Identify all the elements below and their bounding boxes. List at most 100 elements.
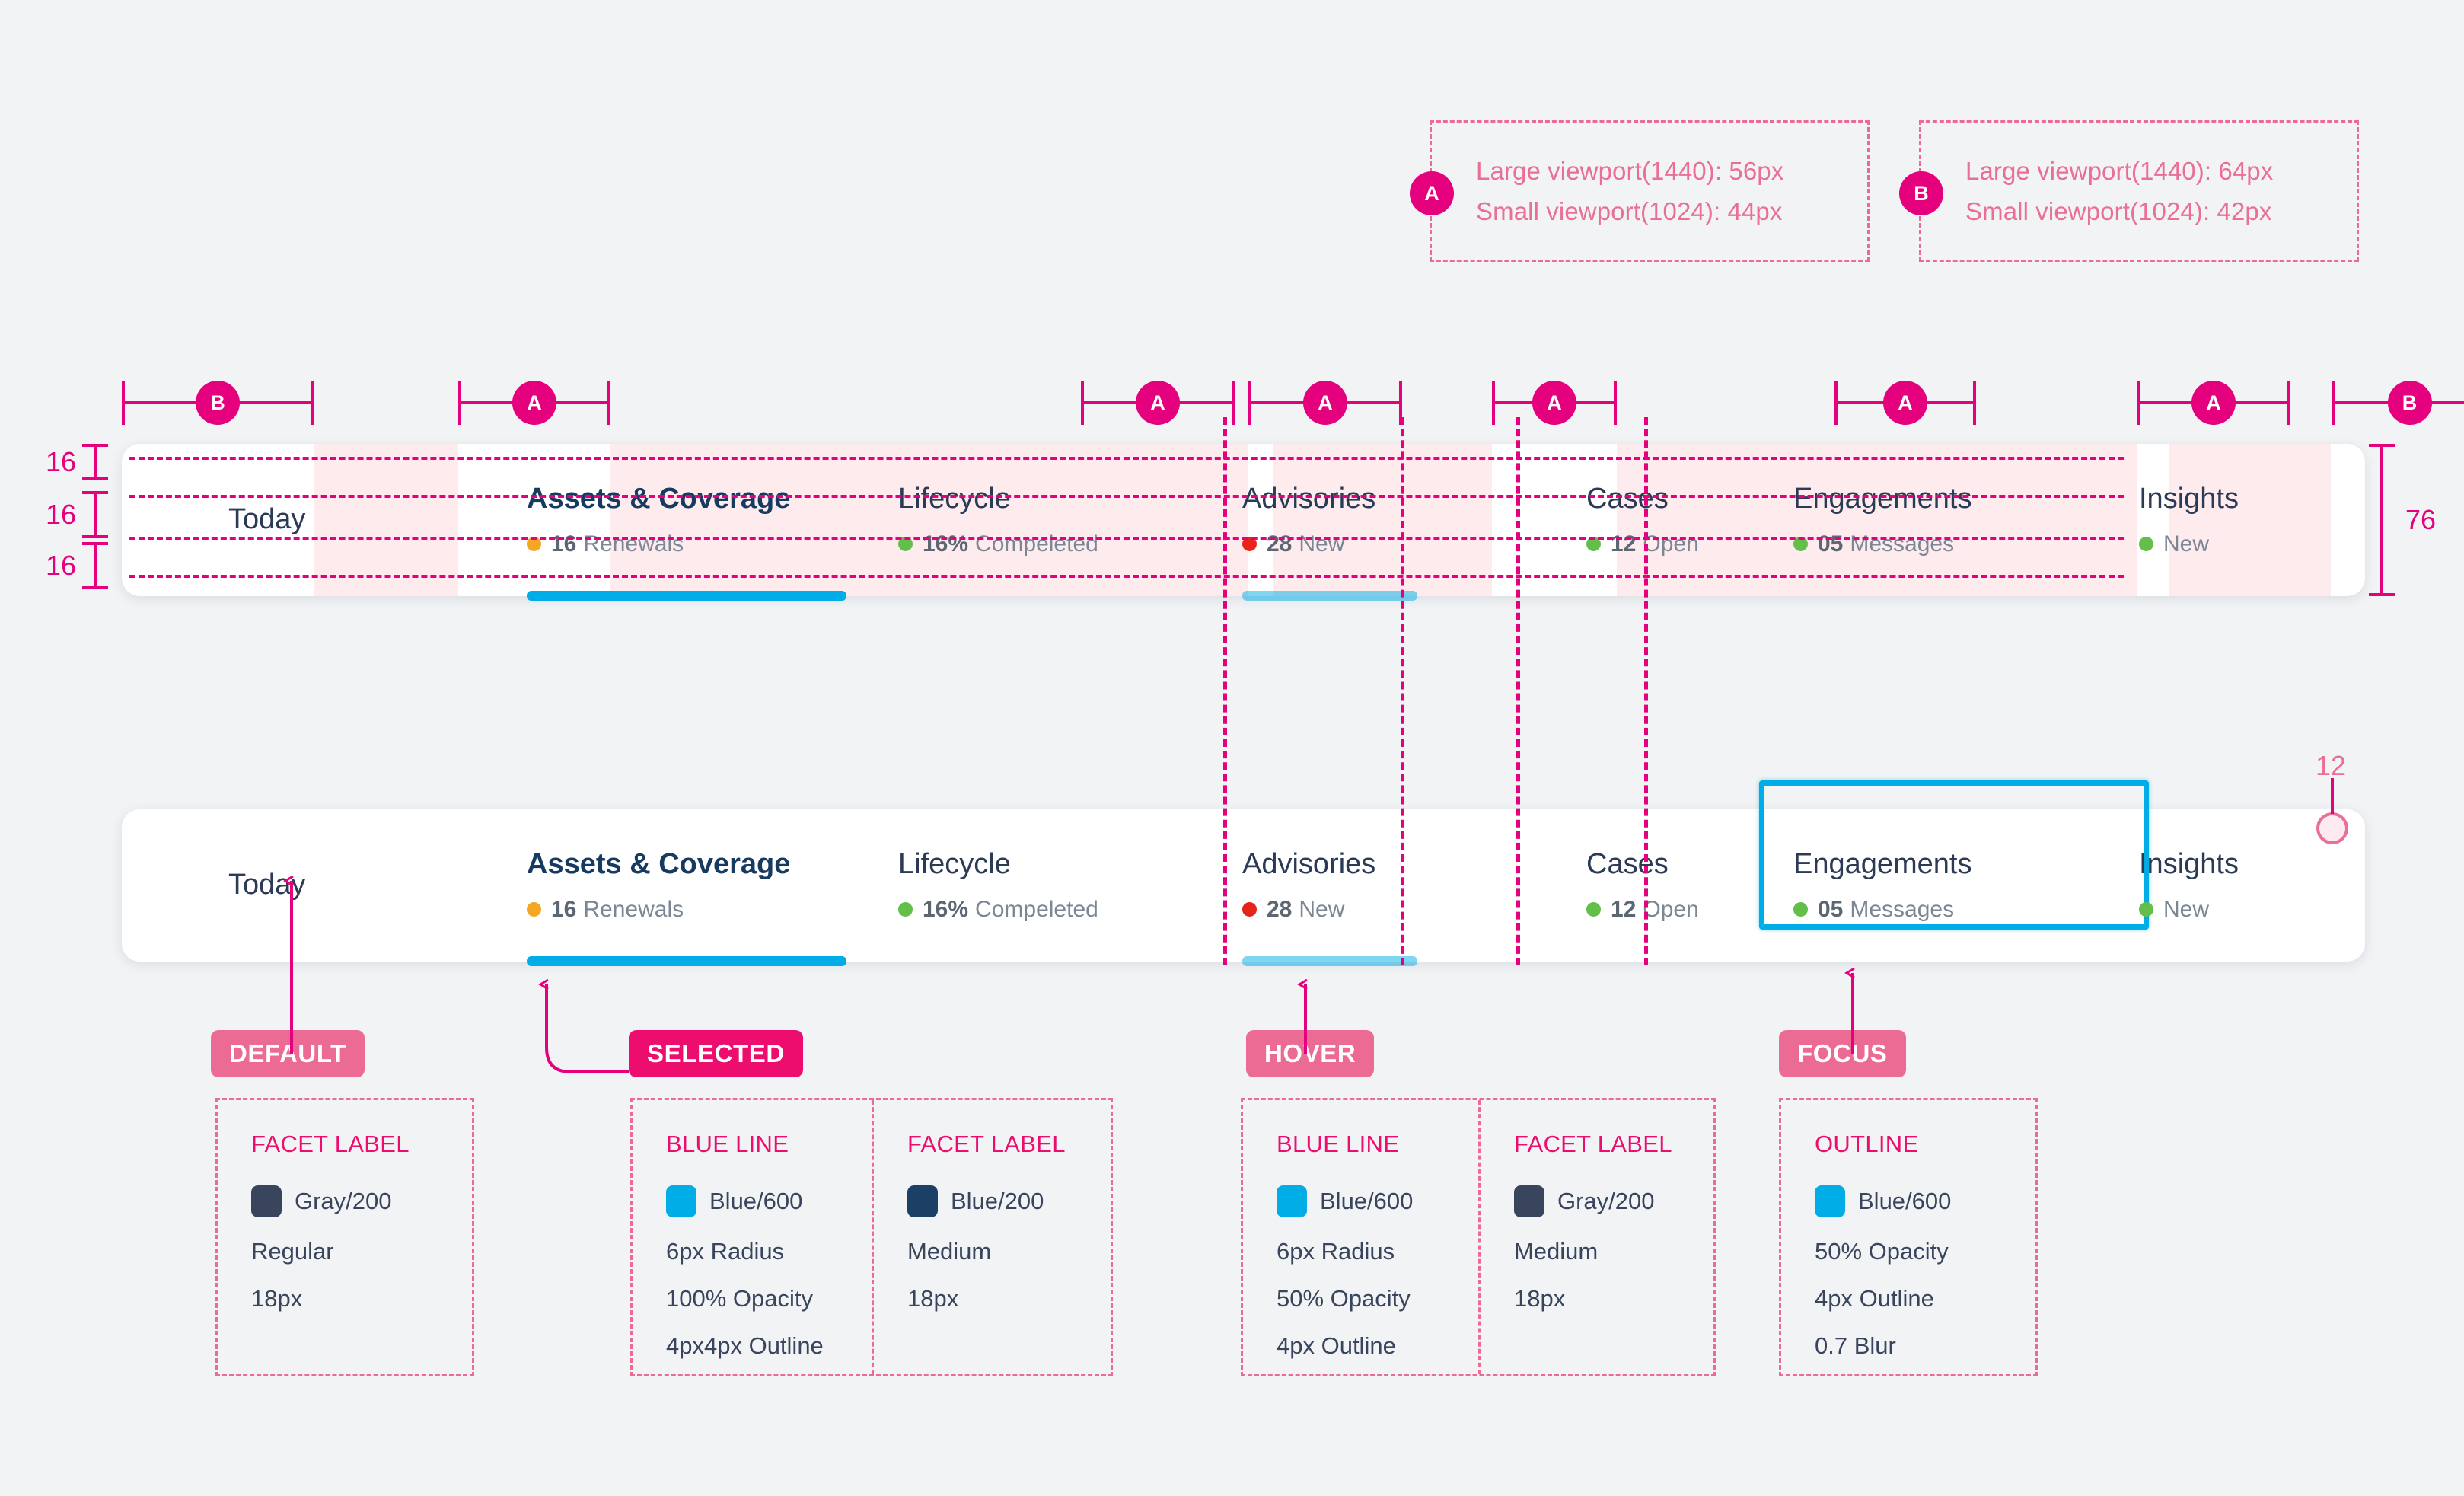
active-underline <box>1242 956 1417 966</box>
spec-row: 50% Opacity <box>1277 1285 1478 1312</box>
facet-count: 16% <box>923 897 969 923</box>
status-dot-icon <box>1793 537 1808 552</box>
facet-title: Insights <box>2139 847 2239 880</box>
spec-row: 6px Radius <box>1277 1238 1478 1265</box>
spec-value: Medium <box>1513 1238 1599 1265</box>
gap-measure-a-5: A <box>1834 381 1976 425</box>
active-underline <box>1242 591 1417 601</box>
spec-row: 18px <box>907 1285 1111 1313</box>
legend-b-line-2: Small viewport(1024): 42px <box>1965 197 2272 225</box>
facet-title: Lifecycle <box>898 847 1011 880</box>
spec-row: 100% Opacity <box>666 1285 872 1312</box>
spec-value: 18px <box>251 1285 303 1313</box>
legend-a-text: Large viewport(1440): 56px Small viewpor… <box>1432 151 1783 232</box>
spec-row: 0.7 Blur <box>1815 1333 2035 1359</box>
status-dot-icon <box>1586 902 1601 917</box>
spec-value: 4px Outline <box>1815 1285 1934 1313</box>
status-dot-icon <box>527 537 541 552</box>
spacing-measure-value: 16 <box>45 499 76 530</box>
facet-title: Assets & Coverage <box>527 847 791 880</box>
facet-title: Cases <box>1586 482 1669 515</box>
spec-value: Blue/600 <box>1320 1187 1414 1214</box>
facet-bound-guide <box>1644 417 1648 965</box>
color-swatch <box>251 1185 282 1217</box>
gap-measure-b-7: B <box>2332 381 2464 425</box>
state-badge-focus: FOCUS <box>1779 1030 1906 1077</box>
facet-title: Cases <box>1586 847 1669 880</box>
status-dot-icon <box>1242 902 1257 917</box>
gap-measure-a-3: A <box>1248 381 1402 425</box>
facet-today[interactable]: Today <box>228 809 371 962</box>
color-swatch <box>666 1185 696 1217</box>
facet-status-label: Renewals <box>583 531 684 557</box>
status-dot-icon <box>898 537 913 552</box>
facet-status-label: Messages <box>1850 531 1955 557</box>
facet-title: Today <box>228 869 306 901</box>
spec-value: 0.7 Blur <box>1815 1332 1896 1360</box>
status-dot-icon <box>898 902 913 917</box>
spec-value: 4px Outline <box>1277 1332 1396 1360</box>
facet-status-label: New <box>2163 531 2210 557</box>
facet-bound-guide <box>1516 417 1520 965</box>
spec-row: Gray/200 <box>1513 1185 1713 1217</box>
spec-heading: BLUE LINE <box>666 1131 789 1157</box>
facet-status-label: Compeleted <box>975 531 1098 557</box>
facet-count: 16 <box>551 531 577 557</box>
spec-row: 50% Opacity <box>1815 1238 2035 1265</box>
spacing-measure-16: 16 <box>46 444 108 480</box>
spacing-measure-value: 16 <box>45 446 76 477</box>
spec-row: Blue/200 <box>907 1185 1111 1217</box>
status-dot-icon <box>2139 902 2153 917</box>
facet-count: 05 <box>1818 531 1844 557</box>
facet-status-label: Renewals <box>583 897 684 923</box>
spec-row: Regular <box>251 1238 472 1265</box>
facet-status-label: New <box>1299 897 1345 923</box>
spec-row: 4px Outline <box>1277 1333 1478 1359</box>
spec-row: 6px Radius <box>666 1238 872 1265</box>
facet-subtext: 16%Compeleted <box>898 531 1218 557</box>
facet-count: 28 <box>1267 897 1293 923</box>
status-dot-icon <box>527 902 541 917</box>
legend-box-a: A Large viewport(1440): 56px Small viewp… <box>1410 120 1870 262</box>
gap-marker-a: A <box>1532 381 1576 425</box>
color-swatch <box>1513 1185 1544 1217</box>
spec-value: Regular <box>251 1238 334 1265</box>
facet-status-label: New <box>1299 531 1345 557</box>
facet-today[interactable]: Today <box>228 444 371 596</box>
spec-value: 4px4px Outline <box>666 1332 824 1360</box>
spec-value: Gray/200 <box>1557 1187 1655 1214</box>
color-swatch <box>1277 1185 1307 1217</box>
baseline-guide <box>129 575 2124 578</box>
gap-measure-a-2: A <box>1081 381 1235 425</box>
spec-value: 18px <box>1513 1285 1566 1313</box>
state-badge-selected: SELECTED <box>629 1030 803 1077</box>
active-underline <box>527 956 846 966</box>
facet-count: 16% <box>923 531 969 557</box>
spec-value: 18px <box>907 1285 959 1313</box>
state-badge-default: DEFAULT <box>211 1030 365 1077</box>
